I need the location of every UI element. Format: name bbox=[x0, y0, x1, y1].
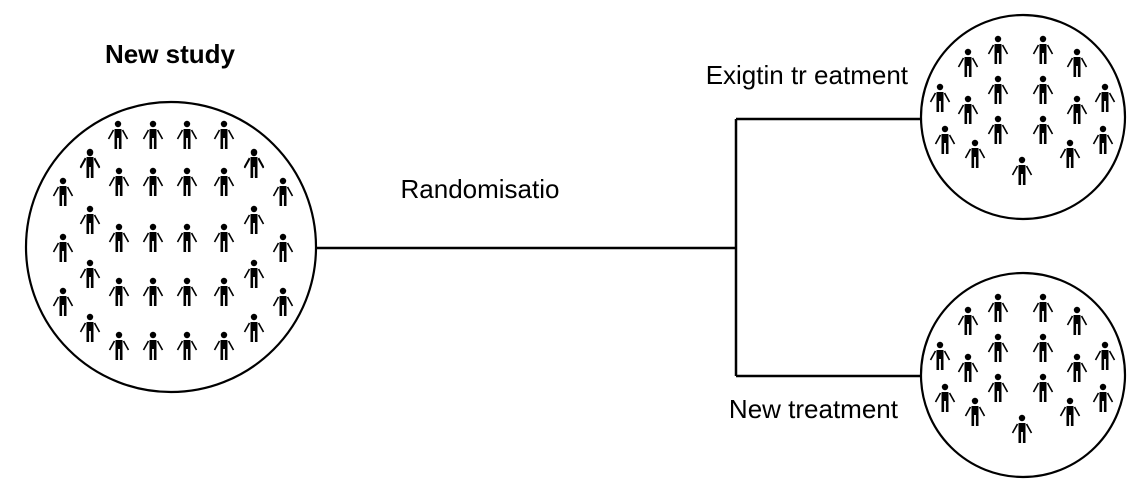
person-icon bbox=[1066, 47, 1088, 78]
person-icon bbox=[1059, 139, 1081, 169]
person-icon bbox=[142, 120, 164, 150]
person-icon bbox=[1011, 413, 1033, 444]
person-icon bbox=[272, 233, 294, 263]
person-icon bbox=[1059, 396, 1081, 427]
arm-existing-people-group bbox=[929, 34, 1116, 186]
person-icon bbox=[934, 382, 956, 413]
person-icon bbox=[1032, 75, 1054, 105]
person-icon bbox=[79, 148, 101, 178]
randomisation-connector bbox=[316, 117, 922, 378]
person-icon bbox=[987, 372, 1009, 403]
study-title: New study bbox=[105, 39, 236, 69]
person-icon bbox=[929, 83, 951, 113]
person-icon bbox=[108, 330, 130, 361]
person-icon bbox=[1032, 332, 1054, 363]
person-icon bbox=[52, 177, 74, 207]
arm-new-treatment bbox=[919, 271, 1127, 479]
study-people-group bbox=[52, 120, 294, 361]
person-icon bbox=[1032, 292, 1054, 323]
person-icon bbox=[79, 258, 101, 289]
person-icon bbox=[1066, 352, 1088, 383]
person-icon bbox=[142, 330, 164, 361]
person-icon bbox=[1032, 115, 1054, 145]
person-icon bbox=[213, 223, 235, 253]
person-icon bbox=[142, 223, 164, 253]
person-icon bbox=[987, 292, 1009, 323]
person-icon bbox=[79, 312, 101, 343]
person-icon bbox=[176, 276, 198, 307]
person-icon bbox=[929, 340, 951, 371]
person-icon bbox=[108, 167, 130, 197]
person-icon bbox=[1066, 95, 1088, 125]
person-icon bbox=[1066, 305, 1088, 336]
person-icon bbox=[1094, 340, 1116, 371]
person-icon bbox=[987, 115, 1009, 145]
person-icon bbox=[243, 312, 265, 343]
person-icon bbox=[1092, 125, 1114, 155]
person-icon bbox=[176, 330, 198, 361]
person-icon bbox=[957, 352, 979, 383]
person-icon bbox=[243, 205, 265, 235]
person-icon bbox=[987, 332, 1009, 363]
person-icon bbox=[1011, 156, 1033, 186]
arm-existing-circle bbox=[919, 13, 1127, 221]
person-icon bbox=[934, 125, 956, 155]
person-icon bbox=[107, 120, 129, 150]
person-icon bbox=[272, 177, 294, 207]
person-icon bbox=[1092, 382, 1114, 413]
person-icon bbox=[987, 34, 1009, 65]
arm-existing-treatment bbox=[919, 13, 1127, 221]
person-icon bbox=[108, 223, 130, 253]
person-icon bbox=[108, 276, 130, 307]
person-icon bbox=[142, 167, 164, 197]
person-icon bbox=[1032, 372, 1054, 403]
person-icon bbox=[957, 47, 979, 78]
person-icon bbox=[79, 205, 101, 235]
person-icon bbox=[964, 396, 986, 427]
person-icon bbox=[957, 95, 979, 125]
arm-label-existing: Exigtin tr eatment bbox=[706, 60, 909, 90]
randomisation-label: Randomisatio bbox=[401, 174, 560, 204]
person-icon bbox=[176, 167, 198, 197]
person-icon bbox=[272, 286, 294, 317]
arm-new-people-group bbox=[929, 292, 1116, 444]
person-icon bbox=[987, 75, 1009, 105]
person-icon bbox=[142, 276, 164, 307]
person-icon bbox=[957, 305, 979, 336]
person-icon bbox=[52, 286, 74, 317]
person-icon bbox=[1032, 34, 1054, 65]
person-icon bbox=[243, 258, 265, 289]
person-icon bbox=[213, 330, 235, 361]
person-icon bbox=[964, 139, 986, 169]
arm-label-new: New treatment bbox=[729, 394, 899, 424]
person-icon bbox=[243, 148, 265, 178]
study-population bbox=[24, 100, 318, 394]
person-icon bbox=[213, 120, 235, 150]
person-icon bbox=[1094, 83, 1116, 113]
person-icon bbox=[213, 276, 235, 307]
person-icon bbox=[52, 233, 74, 263]
person-icon bbox=[213, 167, 235, 197]
person-icon bbox=[176, 223, 198, 253]
person-icon bbox=[176, 120, 198, 150]
arm-new-circle bbox=[919, 271, 1127, 479]
